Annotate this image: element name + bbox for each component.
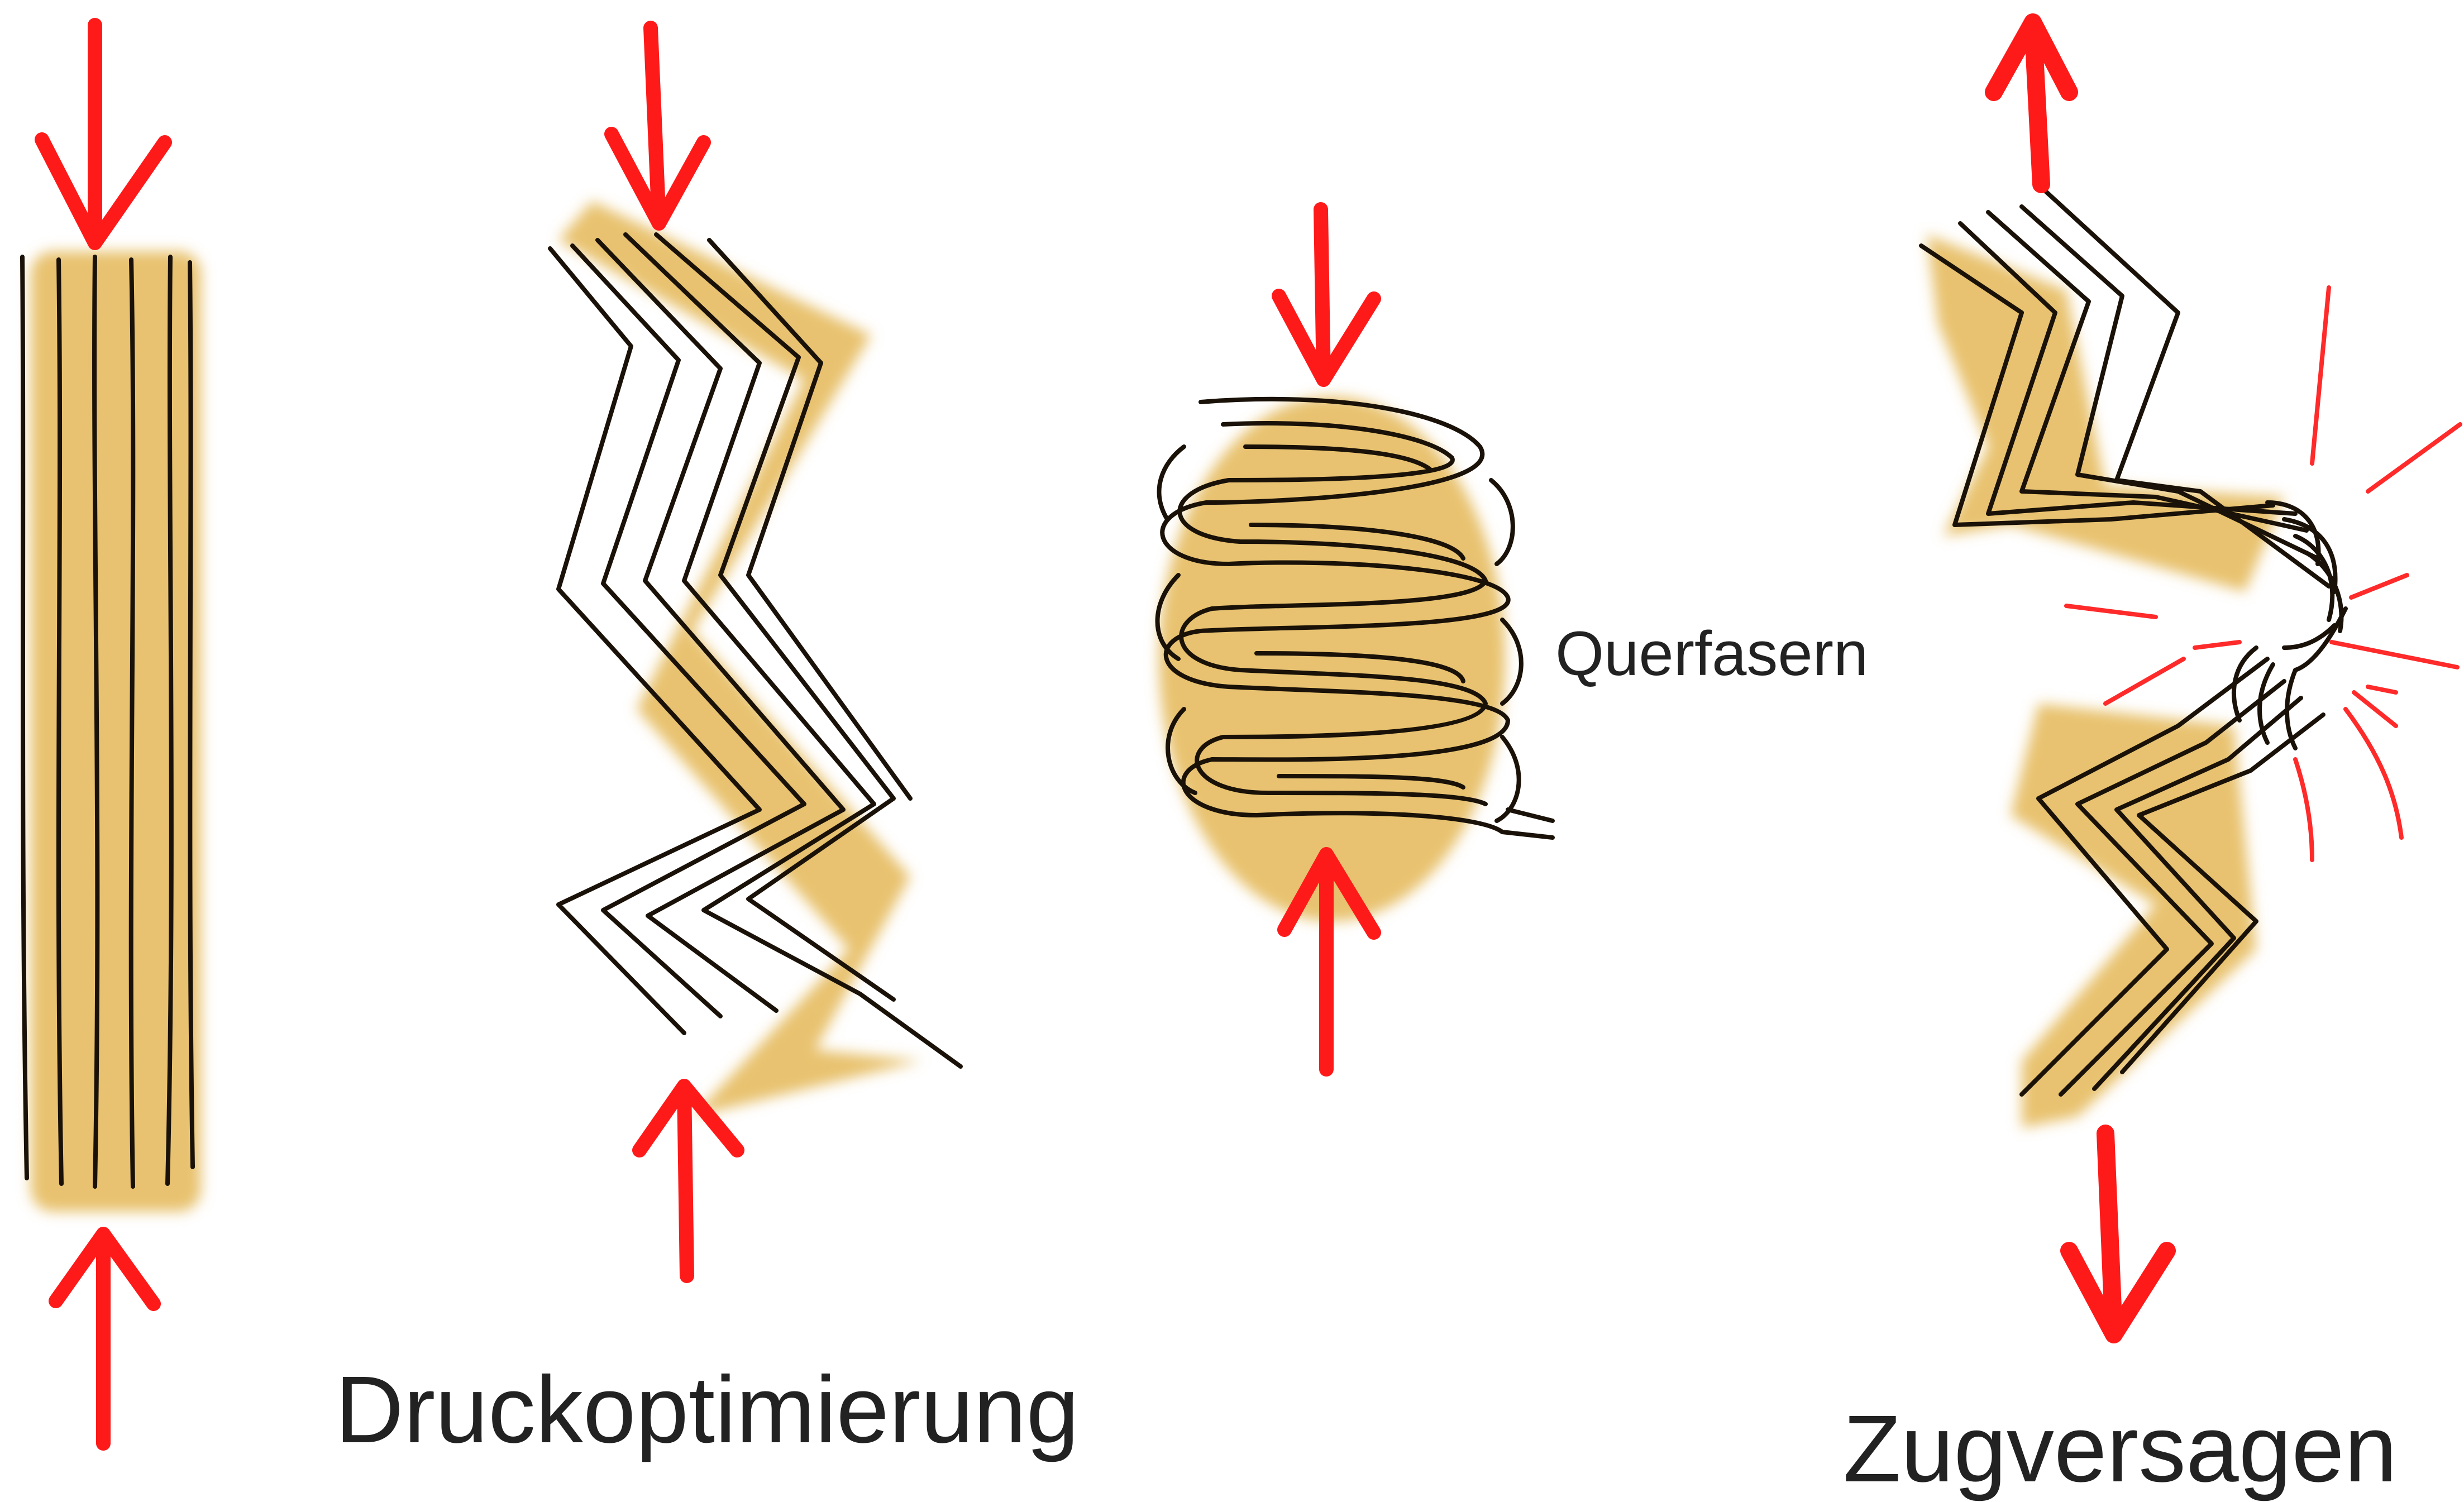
stage-folded-fibers [1158, 209, 1553, 1069]
stage-buckled-fibers [550, 28, 961, 1276]
upper-fiber-body [1927, 235, 2284, 592]
caption-tension-failure: Zugversagen [1843, 1401, 2397, 1496]
caption-compression: Druckoptimierung [335, 1362, 1079, 1457]
buckled-fiber-lines [550, 235, 961, 1066]
lower-fiber-body [2011, 704, 2256, 1128]
tension-arrows [1994, 22, 2167, 1334]
caption-cross-fibers: Querfasern [1555, 623, 1868, 685]
stage-straight-fibers [22, 25, 201, 1443]
stage-tension-failure [1921, 22, 2460, 1334]
straight-fiber-body [31, 251, 201, 1212]
